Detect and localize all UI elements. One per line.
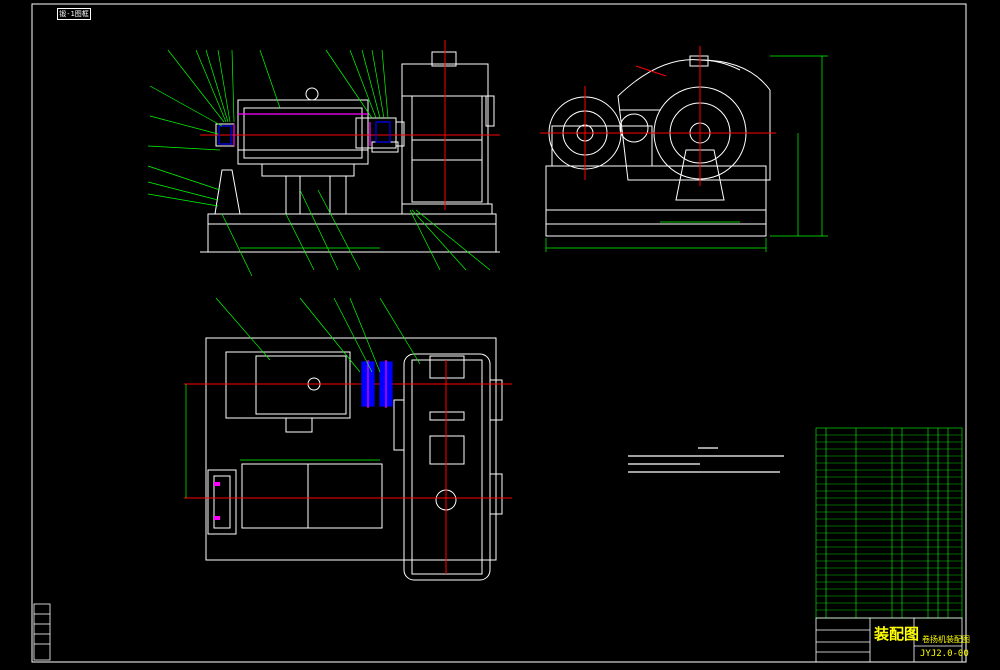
front-view-leaders	[147, 49, 491, 277]
top-view-leaders	[185, 297, 421, 498]
front-view-centerlines	[200, 40, 500, 210]
drawing-title: 装配图	[874, 625, 920, 643]
sheet-border	[31, 3, 967, 663]
top-view-centerlines	[184, 360, 512, 574]
title-block	[815, 617, 963, 663]
drawing-code: JYJ2.0-00	[920, 649, 969, 659]
front-view-highlights	[218, 113, 391, 146]
side-view-centerlines	[540, 46, 776, 186]
top-view	[205, 337, 503, 581]
top-view-coupling	[214, 360, 393, 520]
parts-list-rows	[816, 434, 962, 611]
parts-list	[815, 427, 963, 619]
front-view	[200, 51, 500, 253]
side-view	[545, 55, 771, 237]
side-view-dimensions	[545, 55, 828, 252]
binding-stamp	[33, 603, 51, 661]
corner-tag: 锻-1图框	[57, 8, 91, 20]
technical-notes	[628, 447, 784, 473]
drawing-subtitle: 卷扬机装配图	[922, 635, 970, 644]
